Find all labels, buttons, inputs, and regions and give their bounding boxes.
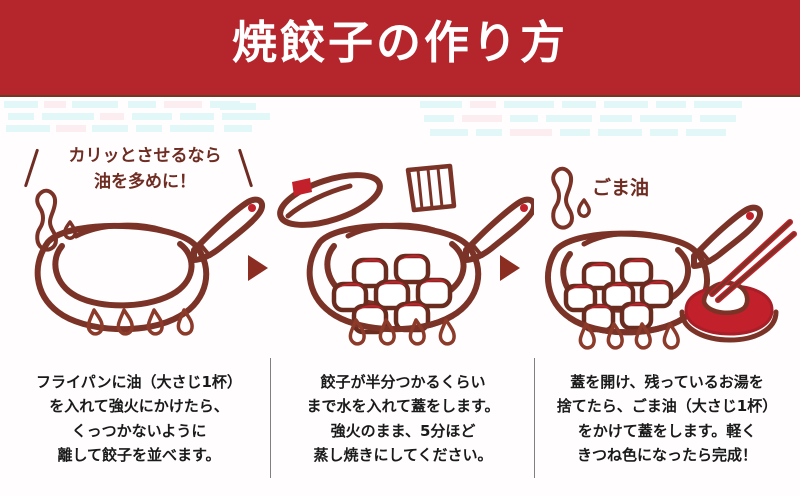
gyoza-icon bbox=[619, 257, 654, 287]
step-1-caption: フライパンに油（大さじ1杯） を入れて強火にかけたら、 くっつかないように 離し… bbox=[12, 370, 266, 467]
flame-icon bbox=[634, 322, 652, 350]
pan-inner-rim bbox=[52, 241, 195, 309]
frying-pan-with-gyoza-lid-cup-drawing bbox=[277, 163, 534, 346]
flame-icon bbox=[606, 322, 624, 350]
frying-pan-with-oil-bottle-drawing bbox=[34, 188, 266, 336]
frying-pan-with-sesame-oil-chopsticks-drawing: ごま油 bbox=[544, 166, 797, 350]
caption-line: フライパンに油（大さじ1杯） bbox=[36, 373, 242, 391]
flame-icon bbox=[578, 322, 596, 350]
caption-line: きつね色になったら完成！ bbox=[576, 445, 757, 464]
flame-icon bbox=[86, 308, 104, 336]
sesame-oil-bottle-icon bbox=[551, 166, 574, 230]
plate-rim bbox=[679, 309, 779, 343]
flame-icon bbox=[146, 308, 164, 336]
flame-icon bbox=[116, 308, 134, 336]
oil-drop-icon bbox=[577, 198, 591, 218]
gyoza-on-plate-icon bbox=[701, 280, 750, 316]
caption-line: 捨てたら、ごま油（大さじ1杯） bbox=[556, 397, 778, 416]
flame-icon bbox=[662, 322, 680, 350]
gyoza-icon bbox=[581, 261, 616, 291]
pan-rim-highlight bbox=[581, 230, 667, 247]
column-divider bbox=[270, 358, 271, 478]
oil-bottle-icon bbox=[35, 188, 58, 252]
gyoza-icon bbox=[331, 281, 369, 313]
handle-joint bbox=[470, 242, 484, 258]
caption-line: 蒸し焼きにしてください。 bbox=[313, 445, 493, 464]
page-title: 焼餃子の作り方 bbox=[231, 16, 568, 69]
step-1-illustration bbox=[4, 160, 266, 350]
step-arrow-1-to-2 bbox=[248, 255, 268, 281]
plate-with-gyoza bbox=[679, 280, 779, 343]
step-2-caption: 餃子が半分つかるくらい まで水を入れて蓋をします。 強火のまま、5分ほど 蒸し焼… bbox=[276, 370, 530, 467]
gyoza-icon bbox=[639, 279, 674, 309]
gyoza-icon bbox=[619, 301, 654, 331]
handle-hole-icon bbox=[248, 204, 256, 212]
step-2-illustration bbox=[272, 160, 534, 350]
caption-line: 強火のまま、5分ほど bbox=[330, 421, 476, 440]
handle-joint bbox=[198, 242, 212, 258]
handle-joint bbox=[698, 248, 712, 264]
handle-hole-icon bbox=[520, 204, 528, 212]
artifact-ghost-band bbox=[0, 99, 800, 147]
caption-line: 蓋を開け、残っているお湯を bbox=[570, 373, 764, 391]
caption-line: をかけて蓋をします。軽く bbox=[577, 421, 757, 440]
pan-bottom-edge bbox=[567, 315, 687, 336]
caption-line: まで水を入れて蓋をします。 bbox=[306, 397, 500, 416]
caption-line: 餃子が半分つかるくらい bbox=[320, 373, 486, 391]
gyoza-icon bbox=[415, 277, 453, 309]
flame-icon bbox=[408, 318, 426, 346]
gyoza-icon bbox=[601, 281, 636, 311]
step-arrow-2-to-3 bbox=[500, 255, 520, 281]
title-banner: 焼餃子の作り方 bbox=[0, 0, 800, 97]
flame-icon bbox=[176, 308, 194, 336]
column-divider bbox=[534, 358, 535, 478]
step-3-caption: 蓋を開け、残っているお湯を 捨てたら、ごま油（大さじ1杯） をかけて蓋をします。… bbox=[540, 370, 794, 467]
gyoza-icon bbox=[563, 283, 598, 313]
gyoza-icon bbox=[373, 279, 411, 311]
caption-line: くっつかないように bbox=[71, 421, 207, 440]
pan-bottom-edge bbox=[327, 309, 455, 333]
handle-hole-icon bbox=[746, 212, 754, 220]
caption-line: 離して餃子を並べます。 bbox=[57, 445, 221, 464]
lid-highlight bbox=[285, 183, 353, 219]
callout-line: カリッとさせるなら bbox=[68, 146, 222, 166]
measuring-cup-icon bbox=[405, 163, 457, 213]
step-3-illustration: ごま油 bbox=[536, 160, 798, 350]
oil-tip-callout: カリッとさせるなら 油を多めに！ bbox=[36, 144, 254, 195]
pan-rim-highlight bbox=[345, 222, 437, 239]
flame-icon bbox=[438, 318, 456, 346]
lid-knob-icon bbox=[292, 178, 312, 196]
flame-icon bbox=[348, 318, 366, 346]
gyoza-group bbox=[563, 257, 674, 333]
callout-line: 油を多めに！ bbox=[94, 171, 196, 192]
gyoza-icon bbox=[393, 253, 431, 285]
sesame-oil-label: ごま油 bbox=[592, 176, 649, 199]
gyoza-icon bbox=[351, 257, 389, 289]
pan-rim-highlight bbox=[73, 222, 165, 239]
flame-icon bbox=[378, 318, 396, 346]
pot-lid-icon bbox=[277, 172, 383, 228]
caption-line: を入れて強火にかけたら、 bbox=[49, 397, 229, 416]
